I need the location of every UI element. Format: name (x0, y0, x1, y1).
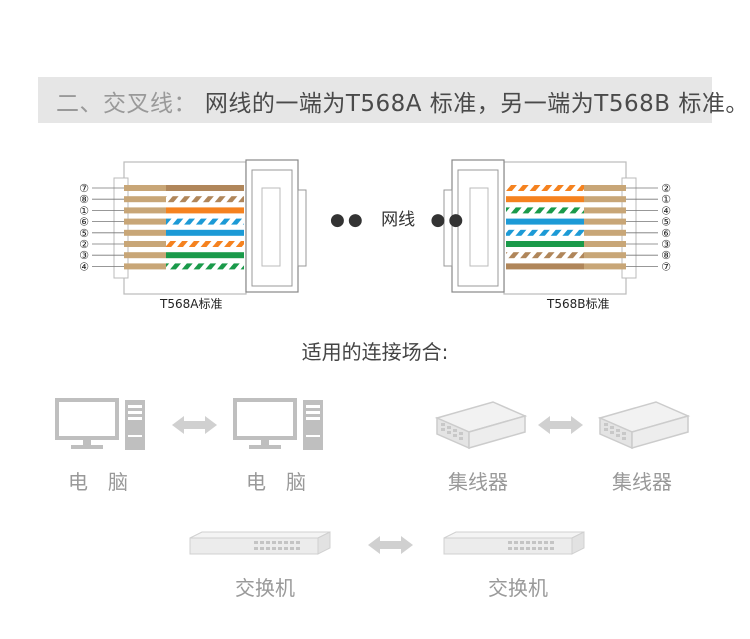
wire-strand (166, 241, 244, 247)
device-label-hub-left: 集线器 (448, 470, 508, 494)
pin-number: ⑦ (79, 182, 89, 195)
copper-contact (584, 241, 626, 247)
cable-name: 网线 (381, 210, 416, 230)
double-arrow-icon (172, 416, 217, 434)
wire-strand (166, 207, 244, 214)
wire-strand (506, 218, 584, 225)
wire-strand (166, 252, 244, 259)
connector-tip (621, 177, 637, 279)
pin-number: ⑦ (661, 260, 671, 273)
device-label-computer-left: 电 脑 (68, 470, 128, 494)
pin-number: ② (79, 238, 89, 251)
computer-icon (55, 398, 145, 450)
wire-strand (166, 263, 244, 270)
copper-contact (124, 207, 166, 214)
pin-number: ① (79, 204, 89, 217)
switch-icon (189, 531, 331, 555)
computer-icon (233, 398, 323, 450)
copper-contact (584, 185, 626, 191)
connector-latch-window (469, 187, 489, 267)
pin-number: ⑤ (661, 216, 671, 229)
header-banner (38, 77, 712, 123)
copper-contact (124, 241, 166, 247)
copper-contact (584, 252, 626, 259)
connector-latch (443, 189, 453, 267)
copper-contact (124, 185, 166, 191)
wire-strand (506, 252, 584, 259)
header-description: 网线的一端为T568A 标准，另一端为T568B 标准。 (204, 91, 749, 117)
pin-number: ⑤ (79, 227, 89, 240)
hub-icon (434, 401, 528, 450)
device-label-switch-left: 交换机 (235, 576, 295, 600)
wire-strand (506, 196, 584, 203)
cable-label: ●● 网线 ●● (330, 205, 466, 230)
copper-contact (584, 218, 626, 225)
dots-right-icon: ●● (430, 210, 467, 230)
device-label-switch-right: 交换机 (488, 576, 548, 600)
copper-contact (584, 207, 626, 214)
hub-icon (597, 401, 691, 450)
pin-number: ③ (79, 249, 89, 262)
wire-strand (506, 241, 584, 247)
copper-contact (124, 252, 166, 259)
copper-contact (124, 218, 166, 225)
copper-contact (584, 196, 626, 203)
connector-b-caption: T568B标准 (547, 297, 610, 311)
connector-tip (113, 177, 129, 279)
pin-number: ① (661, 193, 671, 206)
switch-icon (443, 531, 585, 555)
wire-strand (166, 196, 244, 203)
pin-number: ② (661, 182, 671, 195)
usage-title: 适用的连接场合: (301, 340, 449, 364)
wire-strand (506, 207, 584, 214)
wire-strand (506, 229, 584, 236)
double-arrow-icon (368, 536, 413, 554)
wire-strand (506, 263, 584, 270)
pin-number: ④ (661, 204, 671, 217)
wire-strand (166, 218, 244, 225)
dots-left-icon: ●● (330, 210, 366, 230)
connector-latch-window (261, 187, 281, 267)
copper-contact (124, 263, 166, 270)
pin-number: ⑧ (79, 193, 89, 206)
pin-number: ③ (661, 238, 671, 251)
connector-body (123, 161, 247, 295)
copper-contact (124, 229, 166, 236)
pin-number: ④ (79, 260, 89, 273)
header-prefix: 二、交叉线： (56, 91, 197, 117)
device-label-hub-right: 集线器 (612, 470, 672, 494)
wire-strand (506, 185, 584, 191)
connector-latch (297, 189, 307, 267)
wire-strand (166, 229, 244, 236)
header-title: 二、交叉线： 网线的一端为T568A 标准，另一端为T568B 标准。 (56, 84, 749, 118)
wire-strand (166, 185, 244, 191)
pin-number: ⑧ (661, 249, 671, 262)
copper-contact (124, 196, 166, 203)
copper-contact (584, 263, 626, 270)
device-label-computer-right: 电 脑 (246, 470, 306, 494)
connector-body (503, 161, 627, 295)
copper-contact (584, 229, 626, 236)
connector-a-caption: T568A标准 (160, 297, 223, 311)
pin-number: ⑥ (79, 216, 89, 229)
double-arrow-icon (538, 416, 583, 434)
pin-number: ⑥ (661, 227, 671, 240)
